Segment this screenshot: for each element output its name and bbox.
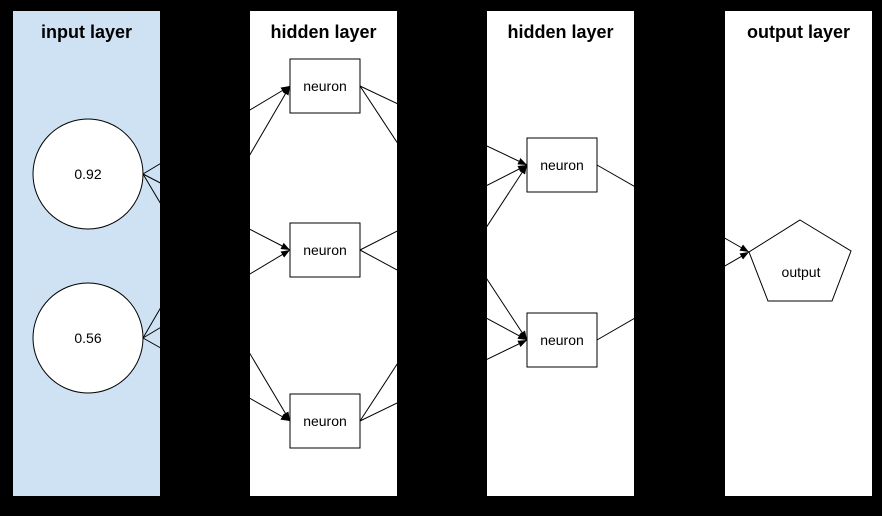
panel-title-input-layer: input layer [40,22,133,42]
panel-output-layer: output layer [725,11,872,496]
panel-title-hidden-layer-1: hidden layer [270,22,377,42]
panel-title-hidden-layer-2: hidden layer [507,22,614,42]
panel-title-output-layer: output layer [746,22,850,42]
panel-hidden-layer-2: hidden layer [487,11,634,496]
panel-hidden-layer-1: hidden layer [250,11,397,496]
panel-input-layer: input layer [13,11,160,496]
edge-group [142,85,750,422]
